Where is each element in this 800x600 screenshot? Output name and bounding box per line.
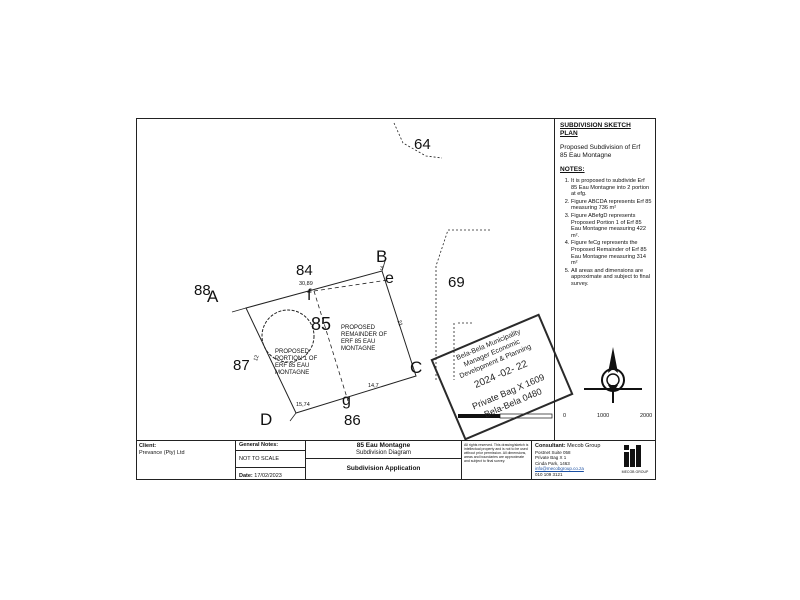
dim-bottom-right: 14,7 [368,383,379,389]
point-d-label: D [260,410,273,429]
notes-list: It is proposed to subdivide Erf 85 Eau M… [560,178,652,288]
client-label: Client: [139,443,157,449]
erf-84-label: 84 [296,262,313,279]
consultant-email-link[interactable]: info@mecobgroup.co.za [535,466,584,471]
erf-64-boundary [393,122,443,159]
consultant-cell: Consultant: Mecob Group Postnet Suite 05… [532,441,656,480]
disclaimer-text: All rights reserved. This drawing/sketch… [464,443,529,463]
title-block: Client: Prevance (Pty) Ltd General Notes… [136,440,656,480]
dim-top: 30,89 [299,281,313,287]
consultant-name: Mecob Group [567,443,601,449]
point-c-label: C [410,358,423,377]
scale-bar-left [458,414,500,418]
subdivision-line-fe [313,279,389,292]
note-item: Figure ABCDA represents Erf 85 measuring… [571,199,652,212]
scale-label-0: 0 [563,413,567,419]
erf-88-label: 88 [194,282,211,299]
consultant-label: Consultant: [535,443,566,449]
note-item: Figure ABefgD represents Proposed Portio… [571,213,652,239]
notes-heading: NOTES: [560,166,585,173]
not-to-scale: NOT TO SCALE [236,451,305,468]
tree-symbol [261,309,315,363]
erf-64-label: 64 [414,136,431,153]
application-type: Subdivision Application [346,465,421,472]
client-name: Prevance (Pty) Ltd [139,449,185,456]
general-notes-cell: General Notes: NOT TO SCALE Date: 17/02/… [236,441,306,480]
date-row: Date: 17/02/2023 [239,473,282,479]
point-f-label: f [307,287,312,304]
scale-label-2000: 2000 [640,413,653,419]
drawing-subtitle: Subdivision Diagram [306,450,461,459]
disclaimer-cell: All rights reserved. This drawing/sketch… [462,441,532,480]
point-b-label: B [376,247,388,266]
subdivision-line-fg [313,290,349,402]
erf-69-boundary-outer [435,229,490,380]
site-plan-drawing [231,122,553,422]
dim-be: 3 [380,266,384,272]
note-item: It is proposed to subdivide Erf 85 Eau M… [571,178,652,198]
boundary-extension-b [381,257,387,272]
drawing-title-cell: 85 Eau Montagne Subdivision Diagram Subd… [306,441,462,480]
note-item: All areas and dimensions are approximate… [571,268,652,288]
drawing-sheet [136,118,656,480]
erf-85-boundary [245,270,417,414]
mecob-logo: MECOB GROUP [620,443,650,477]
dim-bottom-left: 15,74 [296,402,310,408]
general-notes-label: General Notes: [236,441,305,451]
north-arrow-icon [584,347,642,403]
point-g-label: g [342,392,351,409]
boundary-extension-a [231,307,247,313]
scale-bar-right [499,413,553,419]
scale-label-1000: 1000 [597,413,610,419]
erf-85-label: 85 [311,314,332,334]
erf-69-label: 69 [448,274,465,291]
boundary-extension-d [289,412,297,422]
drawing-title: 85 Eau Montagne [356,442,411,449]
erf-87-label: 87 [233,357,250,374]
client-cell: Client: Prevance (Pty) Ltd [136,441,236,480]
note-item: Figure feCg represents the Proposed Rema… [571,240,652,266]
point-a-label: A [207,287,219,306]
point-e-label: e [385,270,394,287]
erf-86-label: 86 [344,412,361,429]
